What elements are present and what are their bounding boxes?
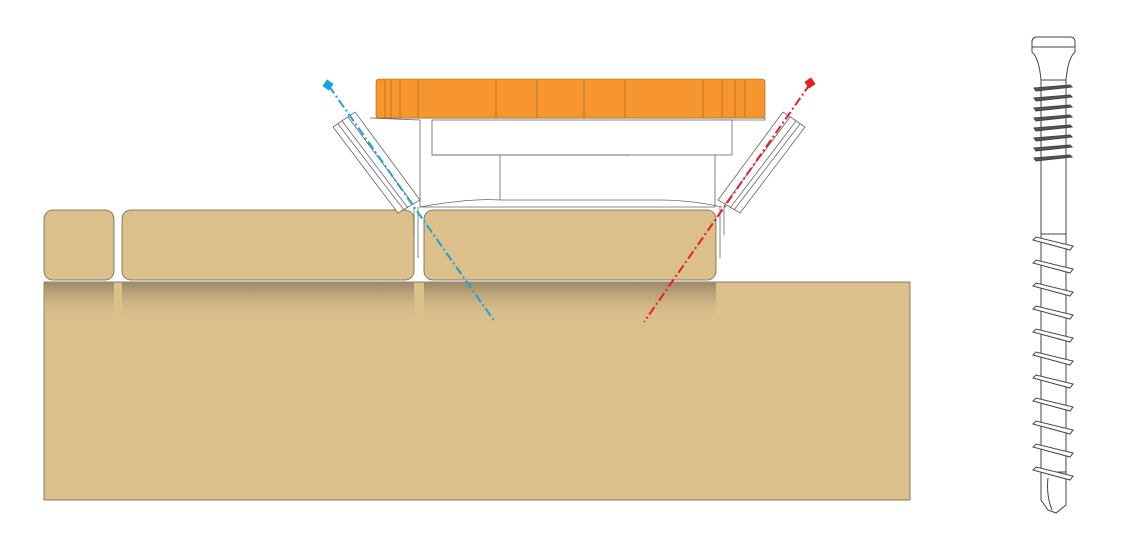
blue-screw-axis xyxy=(322,79,496,323)
shank-thread xyxy=(1032,466,1074,481)
shank-thread xyxy=(1032,259,1074,274)
head-thread xyxy=(1033,124,1074,132)
red-axis-marker xyxy=(804,77,816,89)
left-screw-guide xyxy=(332,111,421,214)
head-thread xyxy=(1033,84,1074,92)
screw-head xyxy=(1031,36,1076,81)
clip-orange-cap xyxy=(375,78,766,119)
shank-thread xyxy=(1032,443,1074,458)
shank-thread xyxy=(1032,351,1074,366)
head-thread xyxy=(1033,114,1074,122)
shank-thread xyxy=(1032,328,1074,343)
shank-thread xyxy=(1032,397,1074,412)
board-shadows xyxy=(44,282,716,322)
deck-board-middle xyxy=(121,209,415,281)
shank-thread xyxy=(1032,420,1074,435)
shank-thread xyxy=(1032,374,1074,389)
screw-illustration xyxy=(1031,36,1076,514)
shank-thread xyxy=(1032,236,1074,251)
head-thread xyxy=(1033,104,1074,112)
shank-thread xyxy=(1032,282,1074,297)
head-thread xyxy=(1033,144,1074,152)
head-thread xyxy=(1033,154,1074,162)
deck-board-right xyxy=(423,209,717,281)
deck-board-left-edge xyxy=(43,209,115,281)
shank-thread xyxy=(1032,305,1074,320)
head-thread xyxy=(1033,134,1074,142)
red-screw-axis xyxy=(643,77,816,323)
head-thread xyxy=(1033,94,1074,102)
clip-body xyxy=(332,111,806,258)
blue-axis-marker xyxy=(322,79,334,91)
